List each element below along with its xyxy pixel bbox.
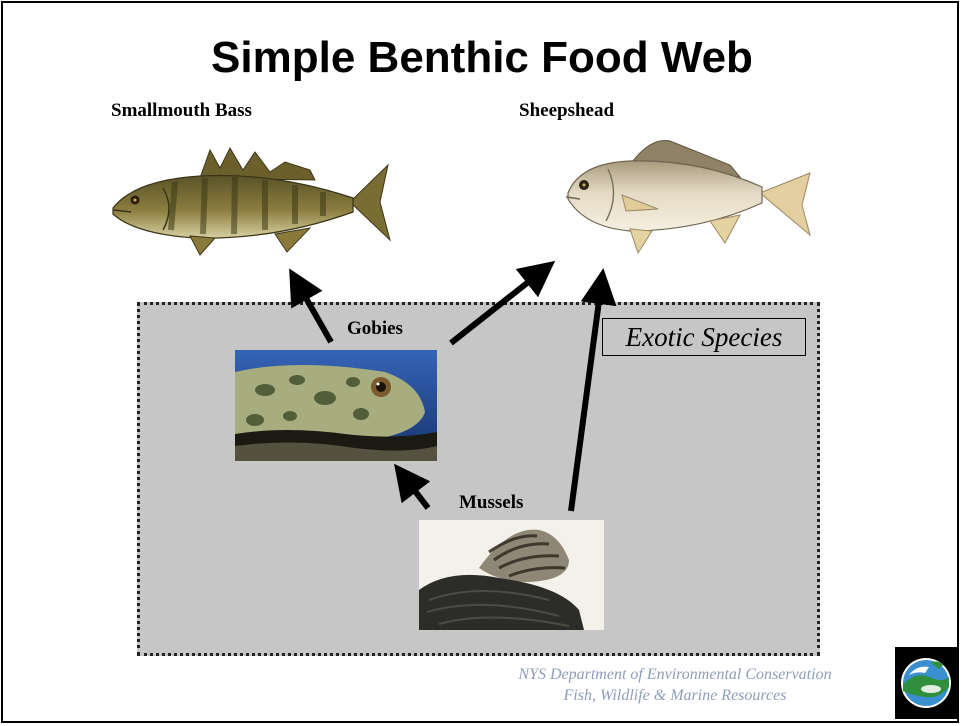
nysdec-logo (895, 647, 957, 719)
arrow-mussels-to-gobies (405, 478, 428, 508)
credit-line-2: Fish, Wildlife & Marine Resources (470, 687, 880, 705)
arrow-mussels-to-sheepshead (571, 286, 601, 511)
arrow-gobies-to-bass (298, 284, 331, 342)
arrow-gobies-to-sheepshead (451, 272, 541, 343)
credit-line-1: NYS Department of Environmental Conserva… (470, 666, 880, 684)
